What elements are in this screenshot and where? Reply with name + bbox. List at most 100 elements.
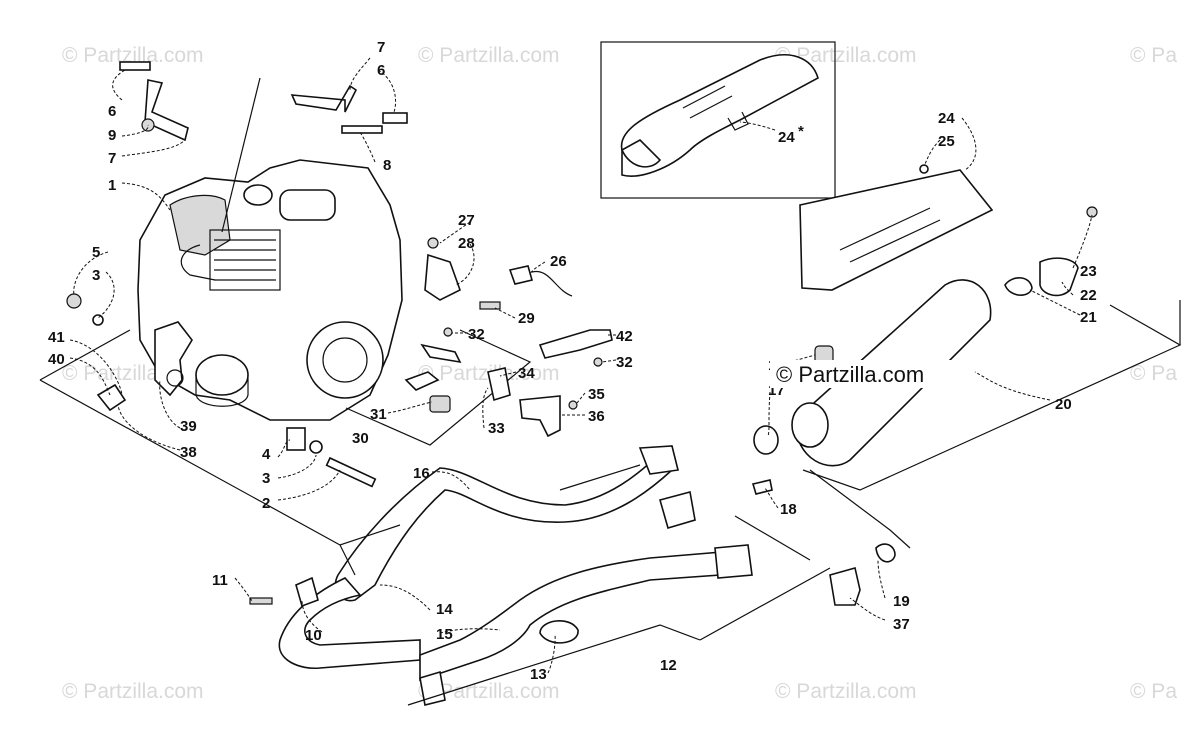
callout-18-bottom: 18 xyxy=(780,501,797,518)
link-42 xyxy=(538,329,613,359)
callout-26: 26 xyxy=(550,253,567,270)
bolt-32a xyxy=(443,327,453,337)
gasket-17 xyxy=(753,425,779,455)
callout-32-right: 32 xyxy=(616,354,633,371)
callout-22: 22 xyxy=(1080,287,1097,304)
mount-bracket-left xyxy=(144,79,189,142)
callout-7-top: 7 xyxy=(377,39,385,56)
callout-29: 29 xyxy=(518,310,535,327)
heat-shield-inset-part xyxy=(620,54,819,177)
callout-14: 14 xyxy=(436,601,453,618)
screw-25 xyxy=(919,164,929,174)
callout-23: 23 xyxy=(1080,263,1097,280)
watermark-faint: © Partzilla.com xyxy=(418,680,560,703)
callout-15: 15 xyxy=(436,626,453,643)
bolt-8 xyxy=(341,125,383,134)
watermark-main-text: © Partzilla.com xyxy=(776,362,924,387)
spring-18 xyxy=(751,479,773,495)
callout-3-mid: 3 xyxy=(262,470,270,487)
screw-29 xyxy=(479,301,501,310)
washer-3 xyxy=(92,314,104,326)
callout-34: 34 xyxy=(518,365,535,382)
callout-24: 24 xyxy=(938,110,955,127)
callout-2: 2 xyxy=(262,495,270,512)
callout-16: 16 xyxy=(413,465,430,482)
spark-arrestor-22 xyxy=(1039,257,1079,297)
callout-7-left: 7 xyxy=(108,150,116,167)
callout-42: 42 xyxy=(616,328,633,345)
watermark-faint-group: © Partzilla.com © Partzilla.com © Partzi… xyxy=(62,44,1177,703)
pipe-15 xyxy=(419,551,723,682)
heat-shield-inset-curl xyxy=(620,139,662,168)
callout-6-left: 6 xyxy=(108,103,116,120)
watermark-faint: © Pa xyxy=(1130,362,1177,385)
callout-24-star: 24 xyxy=(778,129,795,146)
bushing-4 xyxy=(286,427,306,451)
callout-12: 12 xyxy=(660,657,677,674)
watermark-faint: © Partzilla.com xyxy=(62,44,204,67)
callout-40: 40 xyxy=(48,351,65,368)
starter-motor xyxy=(279,189,336,221)
muffler-inlet xyxy=(791,402,829,448)
bolt-6-left xyxy=(119,61,151,71)
leader-lines xyxy=(69,57,1093,674)
header-pipe-16 xyxy=(334,450,674,602)
bolt-6-right xyxy=(382,112,408,124)
callout-4: 4 xyxy=(262,446,271,463)
rubber-31 xyxy=(429,395,451,413)
callout-24-asterisk: * xyxy=(798,123,804,140)
callout-36: 36 xyxy=(588,408,605,425)
callout-10: 10 xyxy=(305,627,322,644)
clamp-13 xyxy=(539,620,579,644)
callout-27: 27 xyxy=(458,212,475,229)
watermark-main: © Partzilla.com xyxy=(770,360,960,388)
pipe-end-16 xyxy=(638,445,679,475)
oil-filter xyxy=(195,354,249,396)
mount-bracket-right xyxy=(290,84,358,113)
callout-3-left: 3 xyxy=(92,267,100,284)
bolt-11 xyxy=(249,597,273,605)
screw-23 xyxy=(1086,206,1098,218)
intake-port xyxy=(243,184,273,206)
callout-32-left: 32 xyxy=(468,326,485,343)
cylinder-head xyxy=(169,194,231,256)
callout-37: 37 xyxy=(893,616,910,633)
callout-11: 11 xyxy=(212,572,228,589)
spring-34 xyxy=(487,367,511,402)
mount-hardware xyxy=(66,293,377,488)
switch-26 xyxy=(508,265,533,285)
pipe-joint-17 xyxy=(659,491,696,529)
stator-cover xyxy=(306,321,384,399)
shift-linkage xyxy=(345,327,613,446)
bolt-2 xyxy=(325,456,377,488)
pipe-start-15 xyxy=(419,670,446,706)
callout-28: 28 xyxy=(458,235,475,252)
watermark-faint: © Pa xyxy=(1130,44,1177,67)
gasket-10 xyxy=(295,576,319,608)
switch-bracket-28 xyxy=(424,253,461,301)
engine-assembly xyxy=(137,159,403,421)
callout-19: 19 xyxy=(893,593,910,610)
callout-21: 21 xyxy=(1080,309,1097,326)
clip-38 xyxy=(96,383,127,412)
exhaust-pipes xyxy=(249,445,753,706)
washer-3b xyxy=(309,440,323,454)
bracket-39 xyxy=(154,321,193,397)
cylinder-fins xyxy=(209,229,281,291)
shift-lever-30 xyxy=(404,371,440,391)
bracket-36 xyxy=(519,395,561,438)
watermark-faint: © Partzilla.com xyxy=(418,44,560,67)
shift-arm xyxy=(420,343,462,364)
callout-39: 39 xyxy=(180,418,197,435)
callout-13: 13 xyxy=(530,666,547,683)
heat-shield-inset xyxy=(600,41,836,199)
watermark-faint: © Partzilla.com xyxy=(775,680,917,703)
engine-mount-brackets xyxy=(119,61,408,233)
pipe-end-12 xyxy=(714,544,753,579)
callout-1: 1 xyxy=(108,177,116,194)
nut-35 xyxy=(568,400,578,410)
watermark-faint: © Pa xyxy=(1130,680,1177,703)
inset-frame xyxy=(600,41,836,199)
callout-30: 30 xyxy=(352,430,369,447)
